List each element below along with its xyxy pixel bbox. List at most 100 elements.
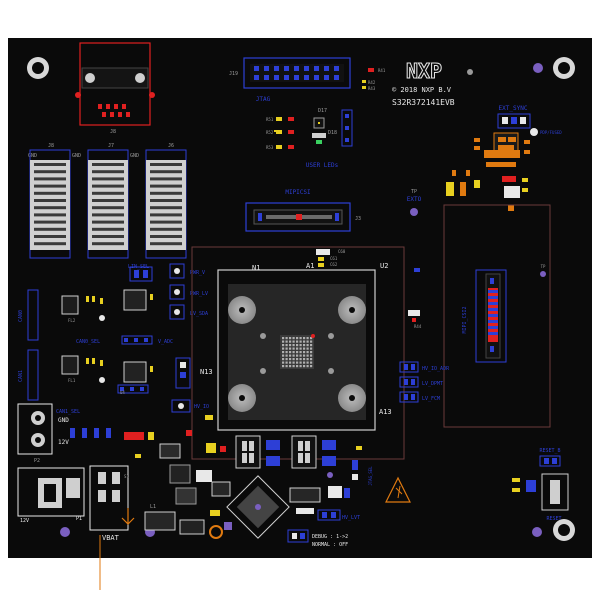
barrel-jack-p1[interactable]: 12V P1 — [17, 467, 85, 524]
header-pin-slot — [150, 242, 182, 246]
bga-pad — [282, 351, 285, 354]
debug-label: DEBUG : 1->2 — [312, 534, 348, 540]
bga-pad — [299, 340, 302, 343]
fl2-label: FL2 — [68, 318, 76, 323]
tp-right-label: TP — [541, 264, 546, 269]
bga-pad — [285, 337, 288, 340]
bga-pad — [306, 354, 309, 357]
header-pin-slot — [150, 170, 182, 174]
bga-pad — [310, 358, 313, 361]
bga-pad — [289, 365, 292, 368]
can0-label: CAN0 — [18, 310, 24, 322]
mounting-holes — [27, 57, 575, 541]
tower2-gnd: GND — [72, 153, 81, 159]
bga-pad — [303, 351, 306, 354]
bga-pad — [282, 340, 285, 343]
bga-pad — [289, 354, 292, 357]
header-pin-slot — [92, 191, 124, 195]
bga-pad — [296, 344, 299, 347]
reset-button[interactable]: RESET_B RESET — [512, 448, 569, 522]
tp-label: TP — [411, 189, 417, 195]
bga-pad — [285, 351, 288, 354]
bga-pad — [310, 340, 313, 343]
ext-sync-connector[interactable]: EXT_SYNC — [497, 105, 531, 129]
can-lin-section: CAN0 CAN1 FL2 FL1 CAN0_SEL CAN1_SEL LIN_… — [18, 264, 153, 415]
copyright-text: © 2018 NXP B.V — [392, 86, 452, 94]
header-pin-slot — [150, 184, 182, 188]
vbat-switch-s1[interactable]: S1 VBAT — [89, 465, 135, 590]
debug-switch[interactable]: HV_LVT DEBUG : 1->2 NORMAL : OFF JTAG_SE… — [287, 460, 373, 548]
jtag-sel-label: JTAG_SEL — [368, 466, 373, 486]
header-pin-slot — [150, 227, 182, 231]
can0-sel-label: CAN0_SEL — [76, 339, 100, 345]
bga-pad — [299, 358, 302, 361]
header-pin-slot — [92, 206, 124, 210]
a13-label: A13 — [379, 408, 392, 416]
header-pin-slot — [92, 184, 124, 188]
bga-pad — [310, 365, 313, 368]
header-pin-slot — [34, 235, 66, 238]
lv-headers[interactable]: HV_IO_ADR LV_DPMT LV_FCM — [399, 361, 450, 403]
bga-pad — [289, 347, 292, 350]
ext-clk-label: EXTO — [407, 196, 422, 203]
mipi-title: MIPICSI — [285, 189, 311, 196]
header-pin-slot — [34, 213, 66, 217]
bga-pad-grid — [282, 337, 313, 368]
v12-bottom-label: 12V — [20, 518, 29, 524]
lv-sda-label: LV_SDA — [190, 311, 208, 317]
v12-label: 12V — [58, 439, 69, 446]
fl1-label: FL1 — [68, 378, 76, 383]
header-pin-slot — [92, 227, 124, 231]
ext-clock-testpoint: TP EXTO — [407, 189, 422, 216]
bga-pad — [292, 351, 295, 354]
header-pin-slot — [92, 213, 124, 217]
normal-label: NORMAL : OFF — [312, 542, 348, 548]
bga-pad — [299, 354, 302, 357]
bga-pad — [292, 347, 295, 350]
u2-label: U2 — [380, 262, 388, 270]
bga-pad — [296, 351, 299, 354]
ref-r52: R52 — [266, 130, 274, 135]
ref-r51: R51 — [266, 117, 274, 122]
mipi-csi2-label: MIPI_CSI2 — [462, 306, 468, 333]
bga-pad — [289, 337, 292, 340]
bga-pad — [306, 347, 309, 350]
bga-pad — [310, 337, 313, 340]
power-supply-cluster: PDP/FUSED — [446, 128, 562, 211]
bga-pad — [285, 365, 288, 368]
ext-sync-label: EXT_SYNC — [499, 105, 528, 112]
bga-pad — [310, 347, 313, 350]
bga-pad — [303, 365, 306, 368]
mipi-csi-connector[interactable]: MIPICSI J3 — [245, 189, 361, 232]
bga-pad — [292, 365, 295, 368]
bga-pad — [299, 337, 302, 340]
ref-r53: R53 — [266, 145, 274, 150]
bga-pad — [292, 361, 295, 364]
ref-r41: R41 — [378, 68, 386, 73]
jtag-ref-label: J19 — [229, 71, 238, 77]
u4-label: U4 — [120, 390, 125, 395]
header-pin-slot — [34, 199, 66, 202]
bga-pad — [292, 358, 295, 361]
header-pin-slot — [150, 163, 182, 166]
bga-pad — [282, 365, 285, 368]
header-pin-slot — [150, 206, 182, 210]
bga-pad — [296, 361, 299, 364]
reset-label: RESET — [546, 516, 561, 522]
can1-sel-label: CAN1_SEL — [56, 409, 80, 415]
bga-pad — [310, 344, 313, 347]
j8-label: J8 — [110, 129, 116, 135]
hv-lvt-label: HV_LVT — [342, 515, 360, 521]
header-pin-slot — [92, 199, 124, 202]
jtag-header[interactable]: JTAG J19 — [229, 57, 351, 103]
bga-pad — [285, 354, 288, 357]
ref-c62: C62 — [330, 262, 338, 267]
bga-pad — [289, 361, 292, 364]
header-pin-slot — [34, 227, 66, 231]
power-input-12v[interactable]: GND 12V P2 — [17, 403, 154, 464]
header-pin-slot — [150, 213, 182, 217]
pdp-fused-label: PDP/FUSED — [540, 130, 562, 135]
power-selectors[interactable]: PWR_V PWR_LV LV_SDA V_ADC HV_IO — [158, 263, 209, 413]
header-pin-slot — [150, 235, 182, 238]
a1-label: A1 — [306, 262, 314, 270]
